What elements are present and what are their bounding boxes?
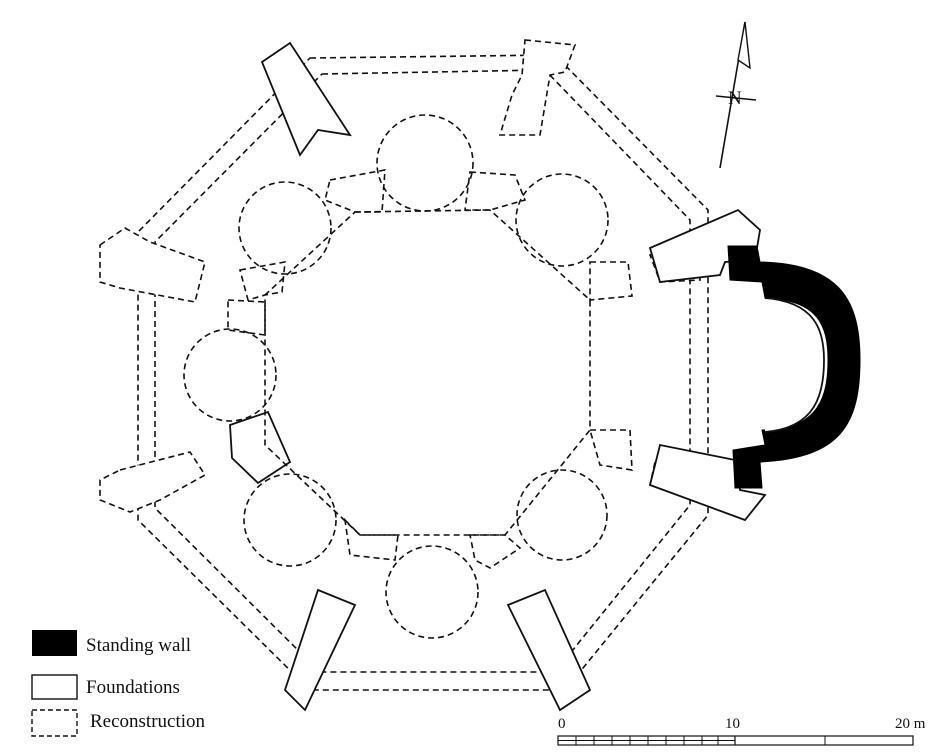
legend: Standing wall Foundations Reconstruction [31,630,206,737]
legend-standing-label: Standing wall [86,635,191,656]
legend-standing-swatch [32,630,77,656]
legend-foundations-label: Foundations [86,677,180,698]
standing-wall-apse [727,245,861,489]
north-label: N [728,88,742,109]
scale-label-20: 20 m [895,716,926,732]
scale-label-10: 10 [725,716,740,732]
outer-wall [137,54,709,691]
legend-reconstruction-swatch [31,709,78,737]
scale-bar: 0 10 20 m [557,716,926,746]
scale-label-0: 0 [558,716,566,732]
inner-core [227,169,633,569]
legend-reconstruction-label: Reconstruction [90,711,206,732]
chapels [183,114,609,639]
legend-foundations-swatch [31,674,78,700]
foundations [229,41,767,712]
north-arrow-icon: N [715,21,757,169]
